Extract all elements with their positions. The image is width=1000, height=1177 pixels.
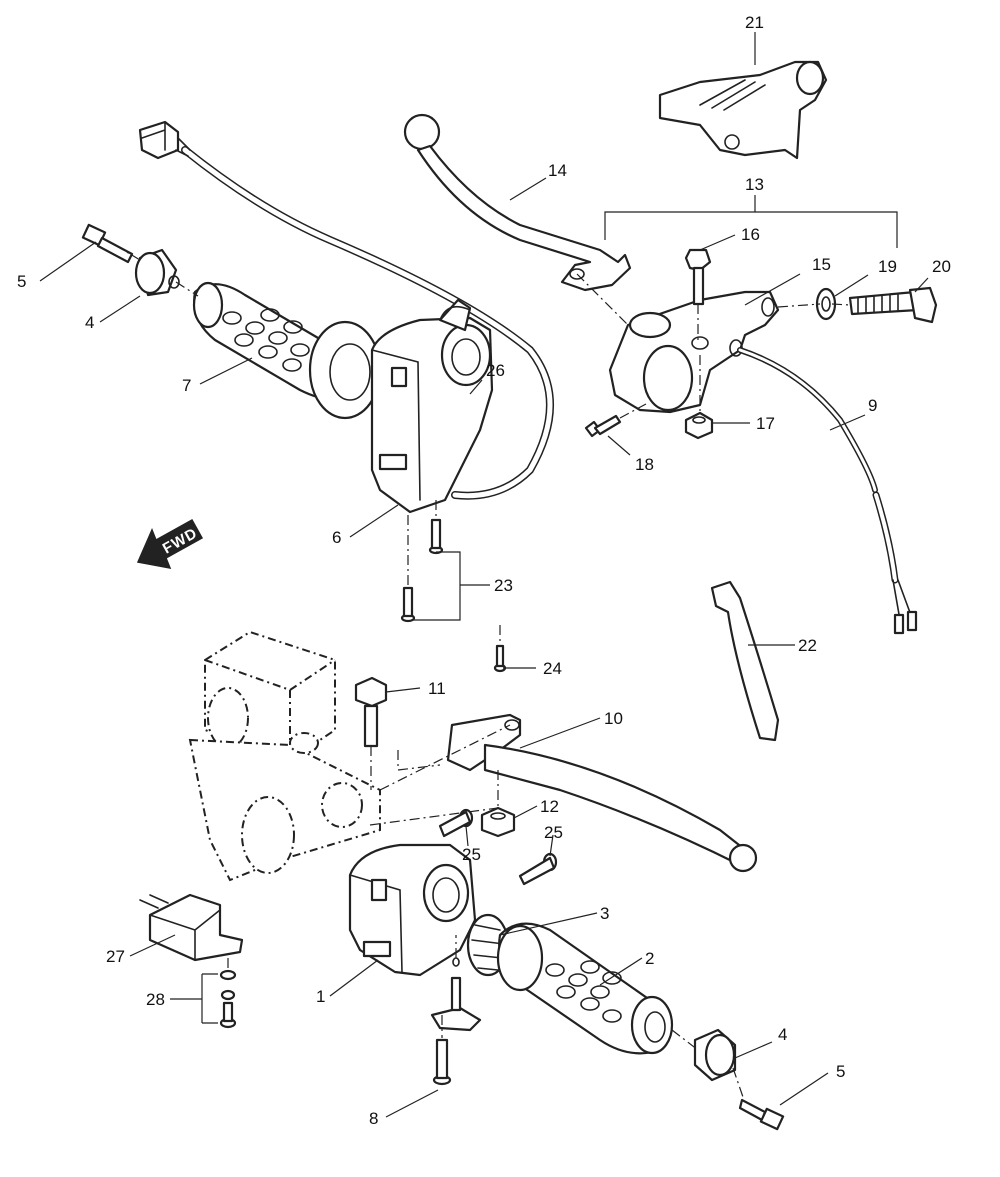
nut-part-12 <box>480 806 516 838</box>
wire-band-part-22 <box>710 580 780 742</box>
screw-part-8 <box>432 1038 452 1086</box>
callout-5-top: 5 <box>17 272 26 291</box>
throttle-grip-part-2 <box>496 922 674 1055</box>
callout-9: 9 <box>868 396 877 415</box>
callout-13: 13 <box>745 175 764 194</box>
callout-25-left: 25 <box>462 845 481 864</box>
forward-direction-arrow: FWD <box>136 518 204 569</box>
callout-21: 21 <box>745 13 764 32</box>
handle-grip-part-7 <box>192 281 382 420</box>
nut-part-17 <box>684 411 714 440</box>
callout-2: 2 <box>645 949 654 968</box>
clutch-switch-wire-part-9 <box>737 347 918 635</box>
callout-22: 22 <box>798 636 817 655</box>
screw-part-18 <box>584 414 622 438</box>
clutch-lever-part-14 <box>403 113 632 292</box>
bolt-part-5-bottom <box>738 1098 785 1131</box>
switch-wire-harness <box>138 120 554 500</box>
right-switch-housing-part-1 <box>348 843 477 977</box>
callout-12: 12 <box>540 797 559 816</box>
callout-18: 18 <box>635 455 654 474</box>
screw-part-24 <box>493 644 507 673</box>
callout-14: 14 <box>548 161 567 180</box>
screw-washer-part-28 <box>219 969 237 1029</box>
bolt-part-5-top <box>81 223 134 264</box>
callout-3: 3 <box>600 904 609 923</box>
callout-7: 7 <box>182 376 191 395</box>
bolt-part-11 <box>354 676 388 748</box>
callout-23: 23 <box>494 576 513 595</box>
master-cylinder-outline <box>188 630 381 882</box>
bolt-part-16 <box>684 248 712 306</box>
callout-labels: 21 14 13 16 15 19 20 5 4 7 26 9 17 18 6 … <box>17 13 951 1128</box>
callout-15: 15 <box>812 255 831 274</box>
screws-part-23 <box>400 518 444 623</box>
throttle-cable-holder <box>430 935 482 1032</box>
assembly-dash-lines <box>114 244 851 1101</box>
callout-5-bottom: 5 <box>836 1062 845 1081</box>
callout-4-top: 4 <box>85 313 94 332</box>
callout-19: 19 <box>878 257 897 276</box>
callout-11: 11 <box>428 679 446 698</box>
callout-25-right: 25 <box>544 823 563 842</box>
leader-lines <box>39 32 929 1118</box>
callout-6: 6 <box>332 528 341 547</box>
callout-20: 20 <box>932 257 951 276</box>
callout-8: 8 <box>369 1109 378 1128</box>
callout-27: 27 <box>106 947 125 966</box>
callout-17: 17 <box>756 414 775 433</box>
callout-10: 10 <box>604 709 623 728</box>
callout-4-bottom: 4 <box>778 1025 787 1044</box>
bar-end-weight-part-4-bottom <box>693 1028 737 1082</box>
screw-part-25-right <box>518 852 558 886</box>
callout-26: 26 <box>486 361 505 380</box>
callout-16: 16 <box>741 225 760 244</box>
bar-end-weight-part-4-top <box>134 248 180 297</box>
callout-1: 1 <box>316 987 325 1006</box>
adjuster-bolt-part-20 <box>848 286 938 324</box>
callout-28: 28 <box>146 990 165 1009</box>
adjuster-nut-part-19 <box>815 287 837 321</box>
lever-guard-part-21 <box>658 60 828 160</box>
brake-lever-part-10 <box>446 713 758 873</box>
brake-switch-part-27 <box>139 893 244 962</box>
callout-24: 24 <box>543 659 562 678</box>
left-switch-housing-part-6 <box>370 298 494 514</box>
